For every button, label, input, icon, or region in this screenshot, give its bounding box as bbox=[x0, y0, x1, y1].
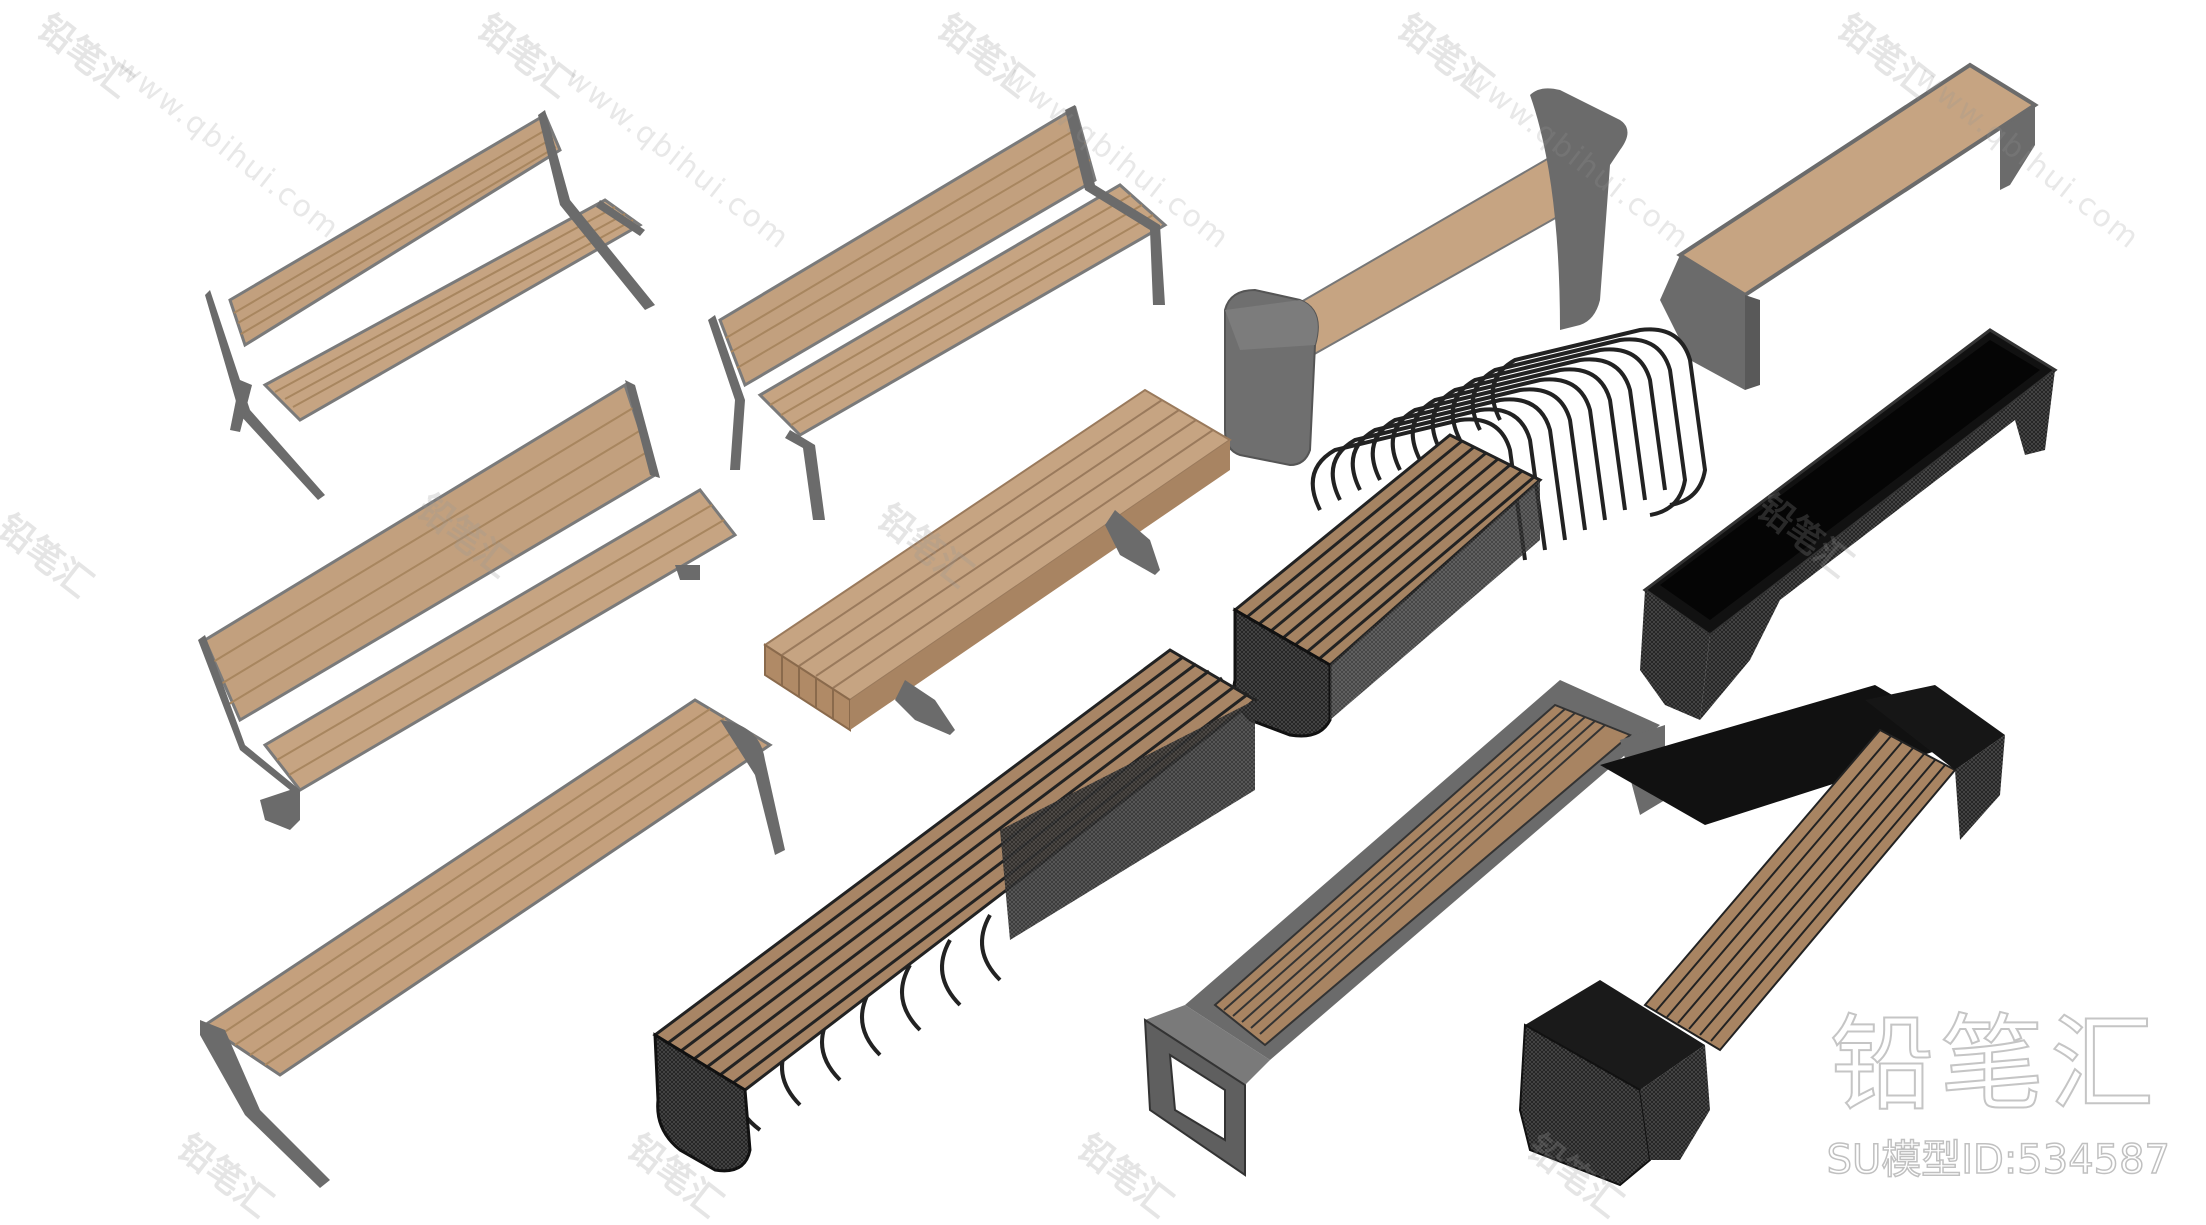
bench-8-planter-bench bbox=[1640, 328, 2058, 720]
brand-logo-text: 铅笔汇 bbox=[1829, 1002, 2160, 1126]
model-id-label: SU模型ID:534587 bbox=[1826, 1136, 2171, 1184]
bench-4-block-bench bbox=[1660, 62, 2039, 390]
bench-5-backrest-bench bbox=[198, 380, 738, 830]
bench-2-backrest-bench bbox=[708, 105, 1168, 520]
bench-9-long-slat-bench bbox=[200, 698, 785, 1188]
bench-11-frame-end-bench bbox=[1143, 680, 1665, 1177]
bench-10-curved-slat-bench bbox=[652, 648, 1258, 1173]
bench-7-curved-slat-bench bbox=[1232, 327, 1708, 738]
bench-12-block-end-bench bbox=[1518, 685, 2005, 1187]
bench-6-slat-bench bbox=[763, 388, 1232, 735]
bench-1-backrest-bench bbox=[205, 110, 655, 500]
bench-3-concrete-end-bench bbox=[1224, 88, 1628, 467]
